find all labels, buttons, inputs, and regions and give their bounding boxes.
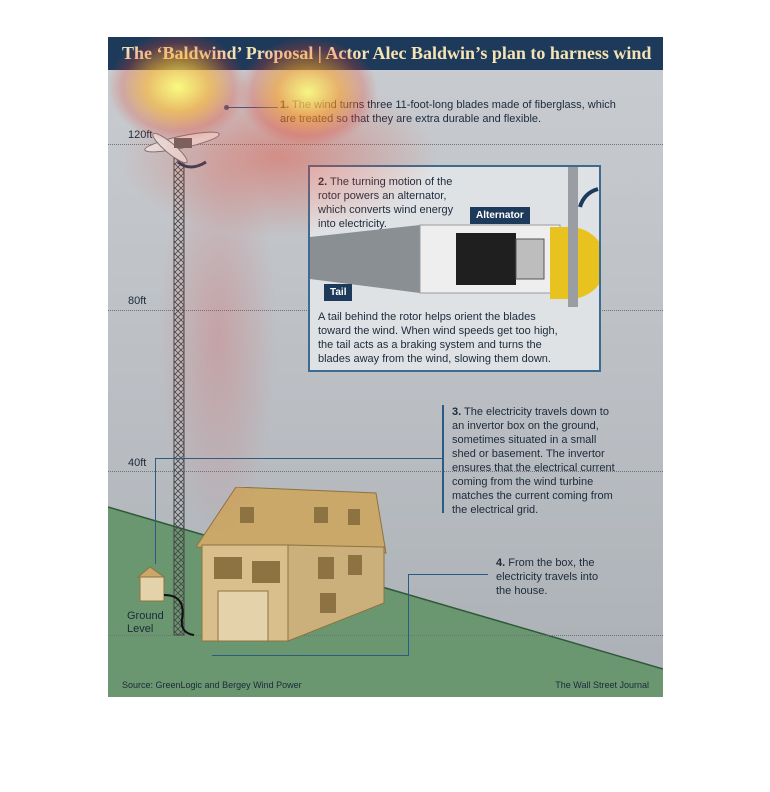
inverter-box	[136, 566, 195, 636]
step-1-text: The wind turns three 11-foot-long blades…	[280, 99, 616, 125]
step-3-note: 3. The electricity travels down to an in…	[452, 405, 622, 517]
wind-turbine-infographic: 120ft 80ft 40ft Ground Level The ‘Baldwi…	[108, 37, 663, 697]
dormer-window-1	[240, 507, 254, 523]
tail-shape	[310, 225, 420, 293]
garage-door	[217, 590, 269, 642]
tail-label: Tail	[324, 284, 353, 301]
height-label-40: 40ft	[128, 457, 147, 469]
dormer-window-2	[314, 507, 328, 523]
window-4	[348, 555, 362, 575]
leader-4-v	[408, 574, 409, 656]
house	[196, 487, 387, 642]
step-1-number: 1.	[280, 99, 290, 111]
window-3	[318, 557, 334, 579]
source-credit: Source: GreenLogic and Bergey Wind Power	[122, 680, 302, 690]
leader-3-v	[442, 405, 444, 513]
window-5	[320, 593, 336, 613]
alternator-label: Alternator	[470, 207, 530, 224]
rotation-arrow-top	[578, 187, 599, 208]
window-2	[252, 561, 280, 583]
step-3-text: The electricity travels down to an inver…	[452, 406, 615, 516]
alternator-coil	[515, 238, 545, 280]
leader-4-h	[408, 574, 488, 575]
alternator-inset: 2. The turning motion of the rotor power…	[308, 165, 601, 372]
publisher-credit: The Wall Street Journal	[555, 680, 649, 690]
generator-core	[456, 233, 516, 285]
step-4-note: 4. From the box, the electricity travels…	[496, 556, 606, 598]
title-bar: The ‘Baldwind’ Proposal | Actor Alec Bal…	[108, 37, 663, 70]
dormer-window-3	[348, 509, 360, 525]
page-title: The ‘Baldwind’ Proposal | Actor Alec Bal…	[122, 43, 652, 63]
leader-4-bottom	[212, 655, 409, 656]
height-label-80: 80ft	[128, 295, 147, 307]
turbine-rotor	[144, 131, 220, 169]
step-4-number: 4.	[496, 557, 506, 569]
step-3-number: 3.	[452, 406, 462, 418]
blade-mast	[568, 167, 578, 307]
tail-note: A tail behind the rotor helps orient the…	[318, 311, 558, 365]
window-1	[214, 557, 242, 579]
leader-3-h	[155, 458, 443, 459]
leader-3-drop	[155, 458, 156, 564]
leader-1	[226, 107, 278, 108]
step-4-text: From the box, the electricity travels in…	[496, 557, 599, 597]
leader-1-dot	[224, 105, 229, 110]
alternator-diagram	[310, 167, 599, 307]
step-1-note: 1. The wind turns three 11-foot-long bla…	[280, 98, 620, 126]
